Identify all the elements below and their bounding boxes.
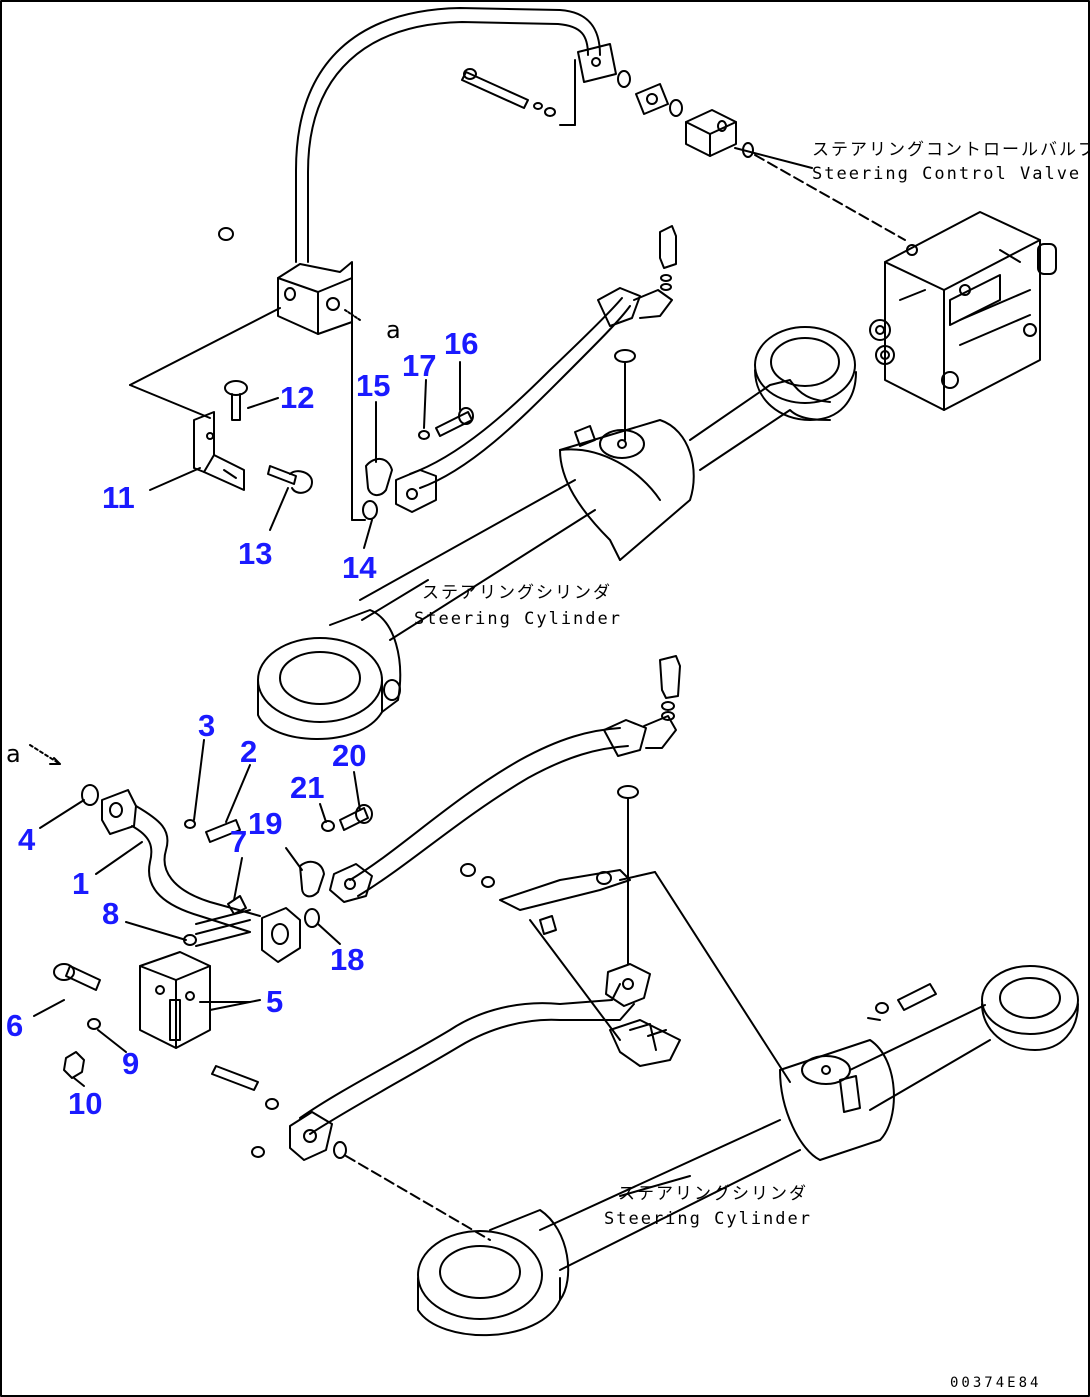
steering-control-valve-label-en: Steering Control Valve [812,164,1082,184]
callout-20: 20 [332,738,367,773]
callout-14: 14 [342,550,377,585]
callout-5: 5 [266,984,284,1019]
callout-16: 16 [444,326,479,361]
lower-steering-cylinder-label-jp: ステアリングシリンダ [618,1184,808,1204]
callout-15: 15 [356,368,391,403]
callout-9: 9 [122,1046,140,1081]
callout-6: 6 [6,1008,24,1043]
callout-12: 12 [280,380,315,415]
callout-8: 8 [102,896,120,931]
upper-steering-cylinder-label-jp: ステアリングシリンダ [422,583,612,603]
callout-19: 19 [248,806,283,841]
steering-control-valve-label-jp: ステアリングコントロールバルブ [812,140,1090,160]
drawing-code: 00374E84 [950,1375,1042,1391]
callout-3: 3 [198,708,216,743]
callout-17: 17 [402,348,437,383]
callout-4: 4 [18,822,36,857]
callout-21: 21 [290,770,325,805]
callout-18: 18 [330,942,365,977]
callout-11: 11 [102,480,135,515]
callout-2: 2 [240,734,258,769]
upper-steering-cylinder-label-en: Steering Cylinder [414,609,622,629]
reference-mark-a-top: a [386,316,401,344]
callout-13: 13 [238,536,273,571]
callout-7: 7 [230,824,248,859]
callout-1: 1 [72,866,90,901]
lower-steering-cylinder-label-en: Steering Cylinder [604,1209,812,1229]
callout-10: 10 [68,1086,103,1121]
reference-mark-a-left: a [6,740,21,768]
